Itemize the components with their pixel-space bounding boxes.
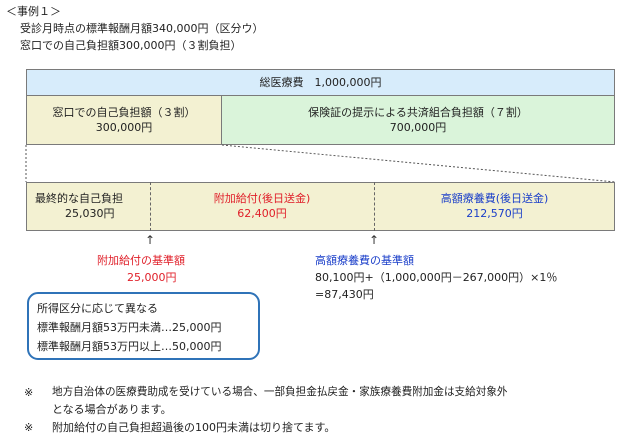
high-cost-basis-arrow-icon: ↑ (369, 233, 380, 247)
income-category-box: 所得区分に応じて異なる 標準報酬月額53万円未満…25,000円 標準報酬月額5… (27, 292, 260, 360)
final-burden-label: 最終的な自己負担 (35, 192, 123, 205)
breakdown-divider-2 (374, 182, 376, 231)
income-category-line-3: 標準報酬月額53万円以上…50,000円 (37, 340, 222, 353)
income-category-line-1: 所得区分に応じて異なる (37, 302, 158, 315)
insurance-payment-amount: 700,000円 (389, 121, 447, 134)
addon-basis-title: 附加給付の基準額 (97, 254, 185, 267)
note-1-mark: ※ (24, 386, 34, 399)
high-cost-basis-formula: 80,100円+（1,000,000円－267,000円）×1％ (315, 271, 558, 284)
window-payment-label: 窓口での自己負担額（３割） (52, 106, 196, 119)
note-2-text: 附加給付の自己負担超過後の100円未満は切り捨てます。 (52, 421, 336, 434)
total-medical-cost-box: 総医療費 1,000,000円 (26, 69, 615, 96)
high-cost-benefit-cell: 高額療養費(後日送金) 212,570円 (375, 185, 614, 227)
note-1-text-a: 地方自治体の医療費助成を受けている場合、一部負担金払戻金・家族療養費附加金は支給… (52, 386, 508, 398)
total-medical-cost-label: 総医療費 1,000,000円 (259, 76, 382, 89)
window-payment-amount: 300,000円 (95, 121, 153, 134)
window-payment-box: 窓口での自己負担額（３割） 300,000円 (26, 95, 222, 145)
high-cost-basis-title: 高額療養費の基準額 (315, 254, 414, 267)
note-1-text-b: となる場合があります。 (52, 403, 172, 416)
note-2-mark: ※ (24, 421, 34, 434)
final-burden-amount: 25,030円 (65, 207, 115, 220)
addon-benefit-label: 附加給付(後日送金) (213, 192, 311, 205)
addon-basis-arrow-icon: ↑ (145, 233, 156, 247)
header-line-2: 窓口での自己負担額300,000円（３割負担） (20, 39, 242, 52)
addon-benefit-cell: 附加給付(後日送金) 62,400円 (151, 185, 373, 227)
income-category-line-2: 標準報酬月額53万円未満…25,000円 (37, 321, 222, 334)
case-label: ＜事例１＞ (6, 5, 61, 18)
insurance-payment-box: 保険証の提示による共済組合負担額（７割） 700,000円 (221, 95, 615, 145)
breakdown-divider-1 (150, 182, 152, 231)
breakdown-box (26, 182, 615, 231)
insurance-payment-label: 保険証の提示による共済組合負担額（７割） (308, 106, 528, 119)
addon-basis-amount: 25,000円 (127, 271, 177, 284)
high-cost-benefit-amount: 212,570円 (466, 207, 523, 220)
addon-benefit-amount: 62,400円 (237, 207, 287, 220)
high-cost-basis-result: =87,430円 (315, 288, 374, 301)
header-line-1: 受診月時点の標準報酬月額340,000円（区分ウ） (20, 22, 264, 35)
high-cost-benefit-label: 高額療養費(後日送金) (440, 192, 549, 205)
final-burden-cell: 最終的な自己負担 25,030円 (27, 185, 149, 227)
